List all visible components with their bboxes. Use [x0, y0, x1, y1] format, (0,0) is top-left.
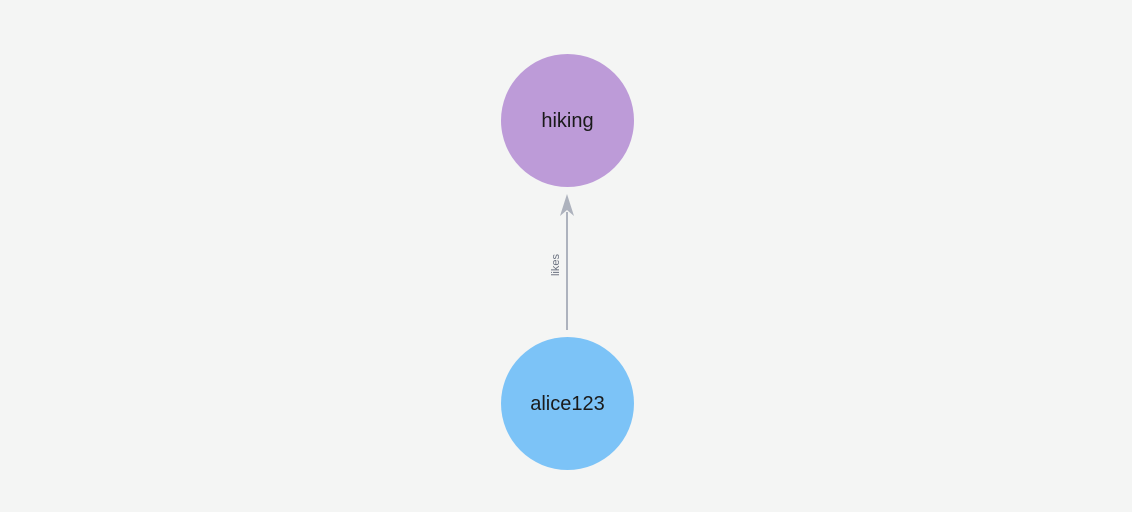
node-circle-alice123	[501, 337, 634, 470]
arrow-head-icon	[560, 194, 574, 216]
node-label-alice123: alice123	[530, 393, 605, 415]
edge-label: likes	[550, 254, 562, 277]
graph-edge[interactable]: likes	[550, 194, 574, 330]
graph-node-hiking[interactable]: hiking	[501, 54, 634, 187]
graph-node-alice123[interactable]: alice123	[501, 337, 634, 470]
node-circle-hiking	[501, 54, 634, 187]
node-label-hiking: hiking	[541, 110, 593, 132]
